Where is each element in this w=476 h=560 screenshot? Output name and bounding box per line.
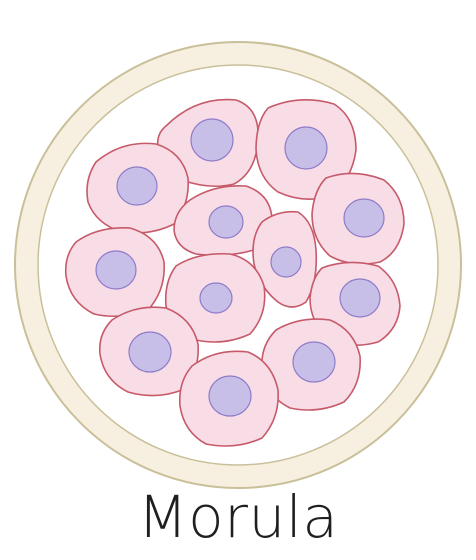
blastomere <box>178 350 279 447</box>
nucleus <box>199 282 233 314</box>
nucleus <box>190 118 234 162</box>
blastomere <box>86 142 190 234</box>
nucleus <box>343 198 385 238</box>
nucleus <box>95 250 137 290</box>
blastomere <box>260 318 361 411</box>
nucleus <box>270 246 302 278</box>
nucleus <box>208 375 252 417</box>
blastomere <box>164 252 266 343</box>
nucleus <box>128 331 172 373</box>
blastomere <box>98 306 199 397</box>
nucleus <box>284 126 328 170</box>
blastomere <box>64 226 165 318</box>
diagram-caption: Morula <box>137 483 339 551</box>
blastomere <box>252 210 318 308</box>
blastomeres <box>64 98 405 447</box>
nucleus <box>116 166 158 206</box>
blastomere <box>173 184 273 257</box>
nucleus <box>292 341 336 383</box>
blastomere <box>311 172 405 265</box>
nucleus <box>208 205 244 239</box>
nucleus <box>339 278 381 318</box>
